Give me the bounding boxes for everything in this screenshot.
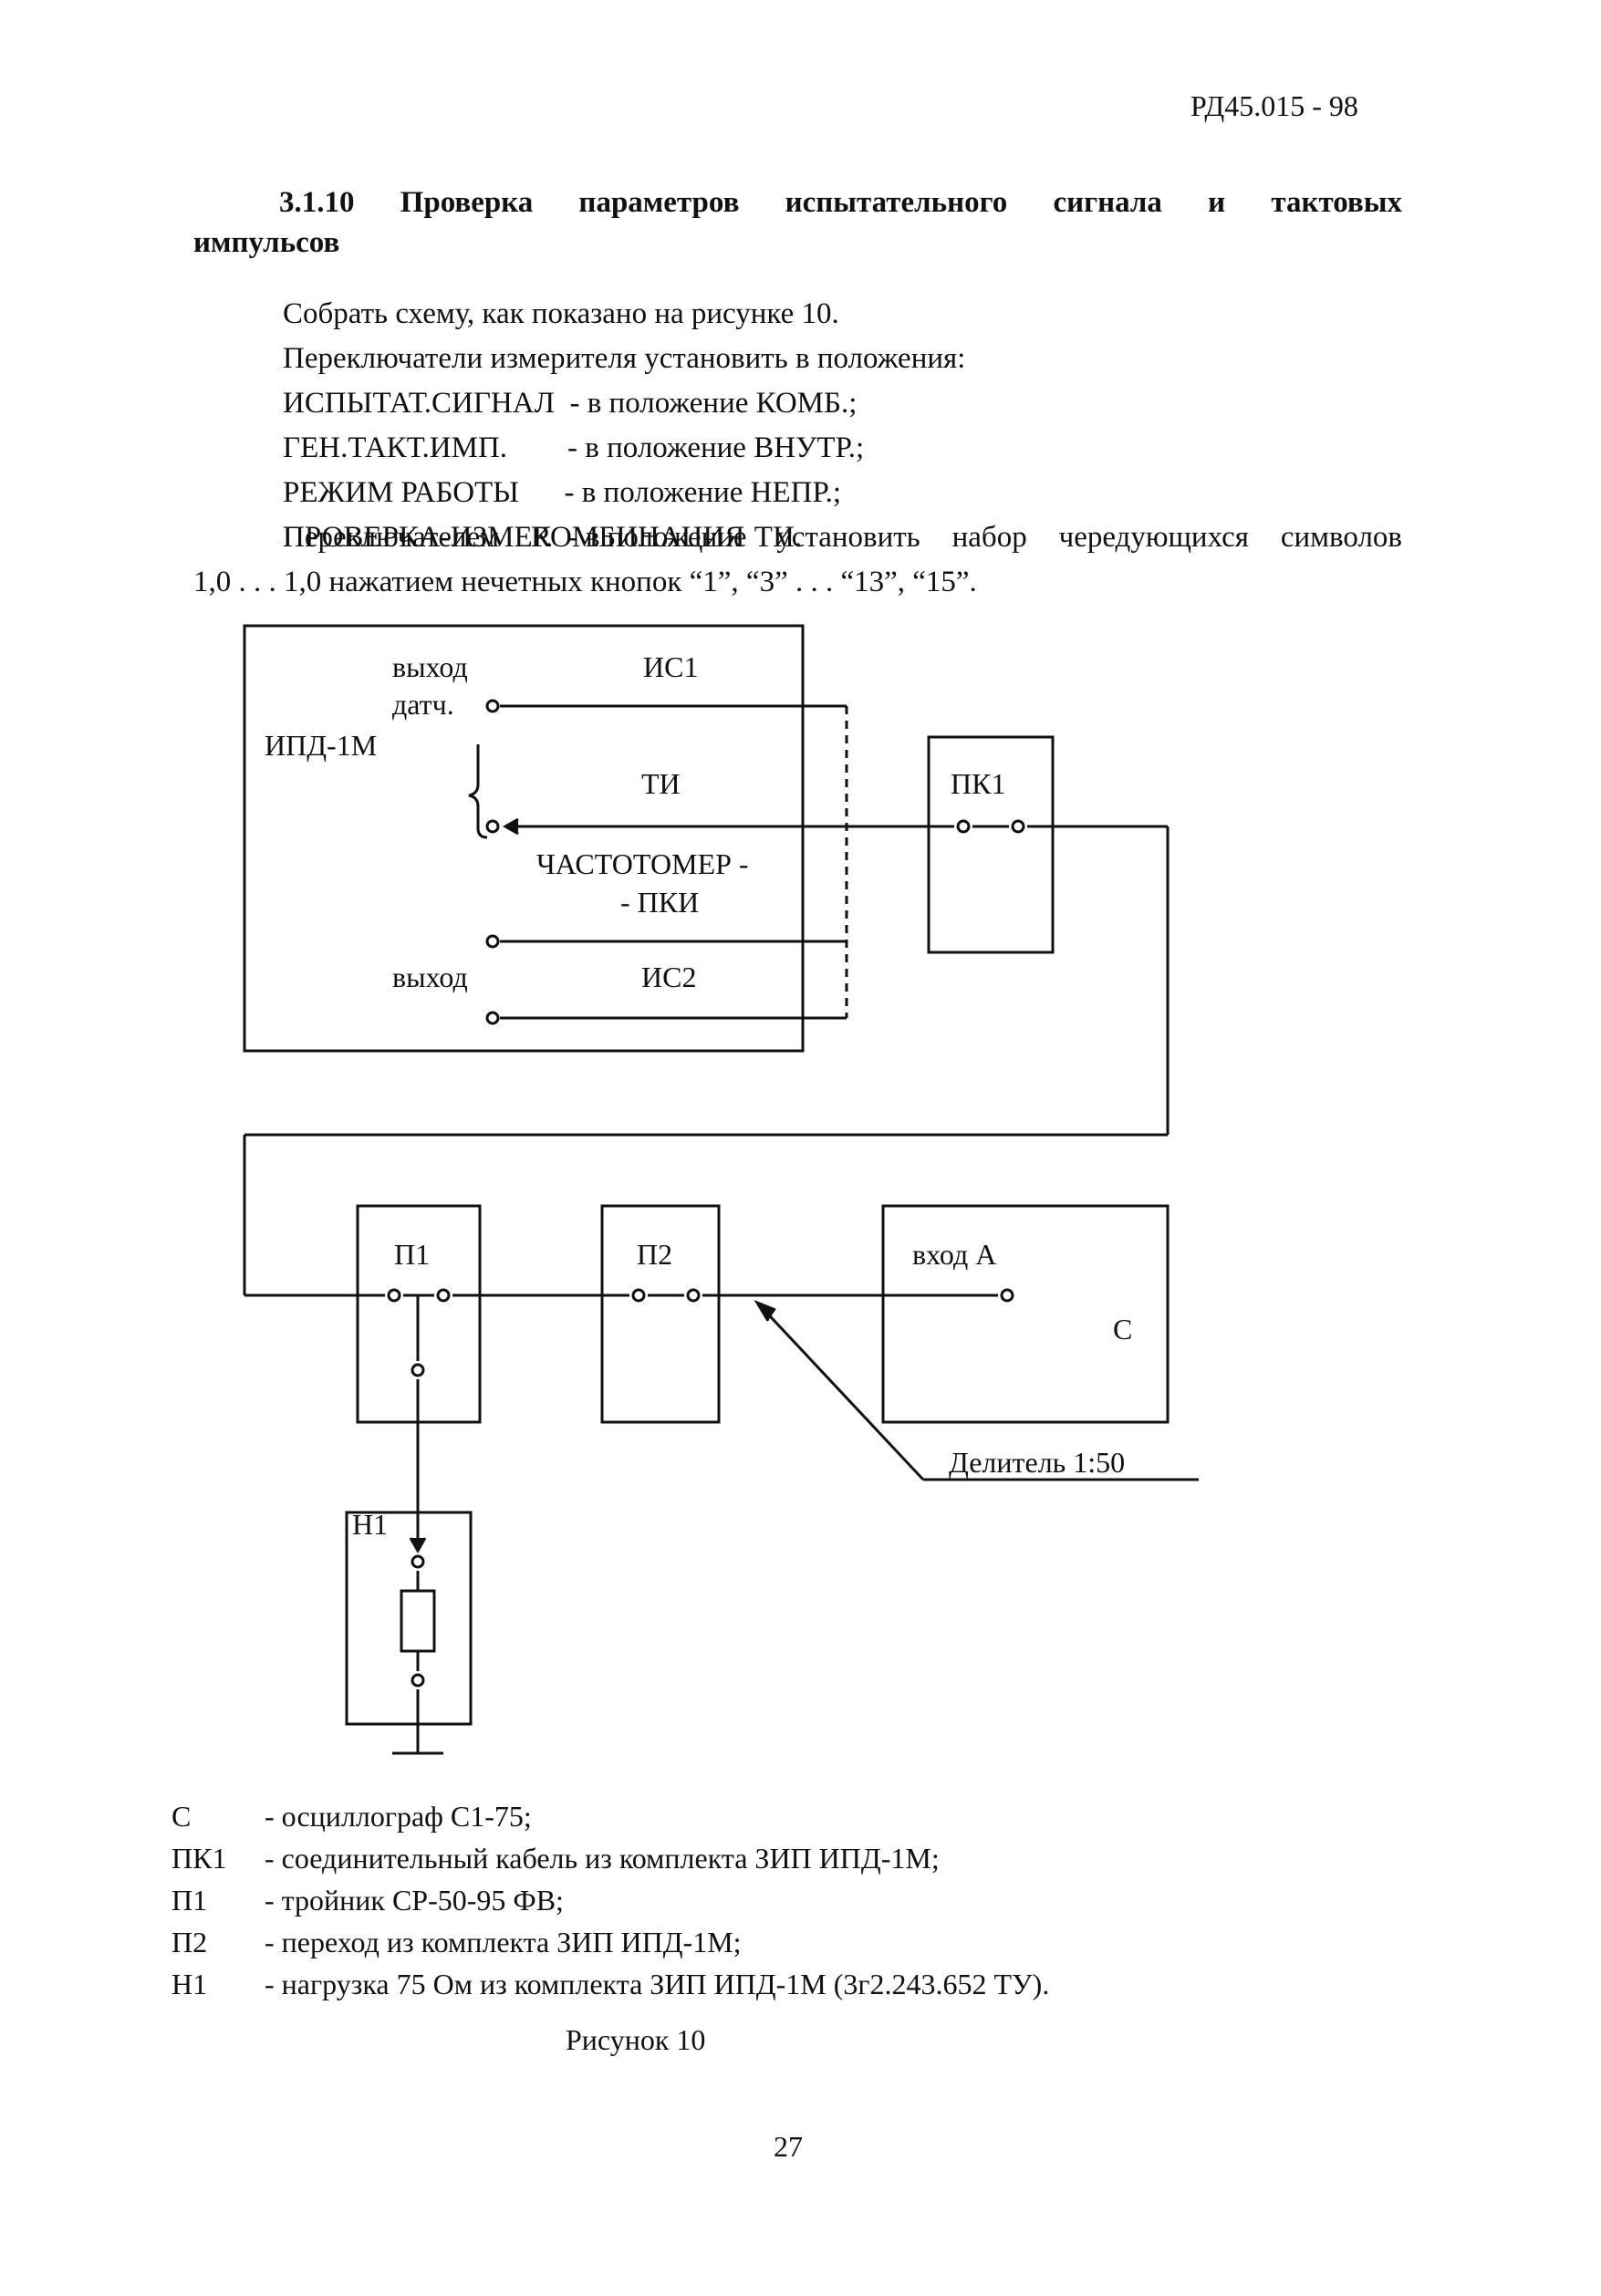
section-title-part2: импульсов (193, 226, 340, 259)
legend-text: - тройник СР-50-95 ФВ; (265, 1884, 564, 1917)
load-label: Н1 (352, 1508, 388, 1541)
load-terminal-top (411, 1554, 425, 1569)
scope-label: С (1113, 1313, 1132, 1345)
sensor-output-terminal (485, 699, 500, 713)
out-label: выход (392, 650, 468, 683)
instruction-line: Переключатели измерителя установить в по… (283, 342, 966, 375)
legend: С - осциллограф С1-75; ПК1 - соединительны… (172, 1795, 1049, 2005)
p1-terminal-bottom (411, 1363, 425, 1377)
instruction-line: ГЕН.ТАКТ.ИМП. - в положение ВНУТР.; (283, 431, 865, 464)
legend-row: Н1 - нагрузка 75 Ом из комплекта ЗИП ИПД-… (172, 1963, 1049, 2005)
legend-text: - переход из комплекта ЗИП ИПД-1М; (265, 1926, 742, 1958)
load-block (345, 1511, 473, 1726)
scope-input-label: вход А (912, 1238, 996, 1271)
ti-terminal (485, 819, 500, 834)
p1-label: П1 (394, 1238, 430, 1271)
p1-terminal-right (436, 1288, 451, 1303)
legend-row: П1 - тройник СР-50-95 ФВ; (172, 1879, 1049, 1921)
section-title-part1: Проверка параметров испытательного сигна… (400, 186, 1402, 219)
p2-terminal-right (686, 1288, 701, 1303)
legend-row: ПК1 - соединительный кабель из комплекта … (172, 1837, 1049, 1879)
legend-code: Н1 (172, 1968, 208, 2000)
is2-label: ИС2 (641, 961, 696, 993)
legend-row: П2 - переход из комплекта ЗИП ИПД-1М; (172, 1921, 1049, 1963)
freq-label-line1: ЧАСТОТОМЕР - (536, 847, 749, 880)
pk1-terminal-left (956, 819, 971, 834)
ipd-label: ИПД-1М (265, 729, 377, 762)
p2-block (600, 1204, 721, 1424)
legend-code: ПК1 (172, 1842, 227, 1875)
scope-block (881, 1204, 1170, 1424)
instruction-line: Собрать схему, как показано на рисунке 1… (283, 297, 839, 330)
ipd-block (243, 624, 805, 1053)
section-number: 3.1.10 (279, 186, 355, 219)
instruction-paragraph: Переключателем КОМБИНАЦИЯ установить наб… (193, 515, 1402, 605)
instruction-lines: Собрать схему, как показано на рисунке 1… (283, 292, 965, 560)
figure-caption: Рисунок 10 (566, 2023, 706, 2056)
p2-label: П2 (637, 1238, 672, 1271)
legend-row: С - осциллограф С1-75; (172, 1795, 1049, 1837)
section-heading: 3.1.10 Проверка параметров испытательног… (193, 182, 1402, 263)
scope-input-terminal (1000, 1288, 1014, 1303)
section-heading-line: 3.1.10 Проверка параметров испытательног… (193, 182, 1402, 223)
pk1-terminal-right (1011, 819, 1025, 834)
legend-text: - нагрузка 75 Ом из комплекта ЗИП ИПД-1М… (265, 1968, 1050, 2000)
sensor-label: датч. (392, 688, 454, 721)
ti-label: ТИ (641, 767, 681, 800)
load-terminal-bottom (411, 1673, 425, 1688)
page-number: 27 (774, 2130, 803, 2163)
legend-code: П1 (172, 1884, 208, 1917)
legend-text: - осциллограф С1-75; (265, 1800, 532, 1833)
pk1-block (927, 735, 1055, 954)
divider-label: Делитель 1:50 (949, 1446, 1125, 1479)
legend-code: П2 (172, 1926, 208, 1958)
legend-code: С (172, 1800, 192, 1833)
p2-terminal-left (631, 1288, 646, 1303)
freq-terminal (485, 934, 500, 949)
document-code: РД45.015 - 98 (1190, 89, 1358, 122)
instruction-line: ПРОВЕРКА-ИЗМЕР. - в положение ТИ. (283, 521, 803, 554)
freq-label-line2: - ПКИ (620, 886, 699, 919)
legend-text: - соединительный кабель из комплекта ЗИП… (265, 1842, 940, 1875)
paragraph-line: Переключателем КОМБИНАЦИЯ установить наб… (283, 521, 1402, 554)
paragraph-line: 1,0 . . . 1,0 нажатием нечетных кнопок “… (193, 566, 977, 598)
is1-label: ИС1 (643, 650, 698, 683)
pk1-label: ПК1 (951, 767, 1005, 800)
p1-terminal-left (387, 1288, 401, 1303)
instruction-line: РЕЖИМ РАБОТЫ - в положение НЕПР.; (283, 476, 842, 509)
instruction-line: ИСПЫТАТ.СИГНАЛ - в положение КОМБ.; (283, 387, 858, 420)
out2-label: выход (392, 961, 468, 993)
is2-output-terminal (485, 1011, 500, 1025)
